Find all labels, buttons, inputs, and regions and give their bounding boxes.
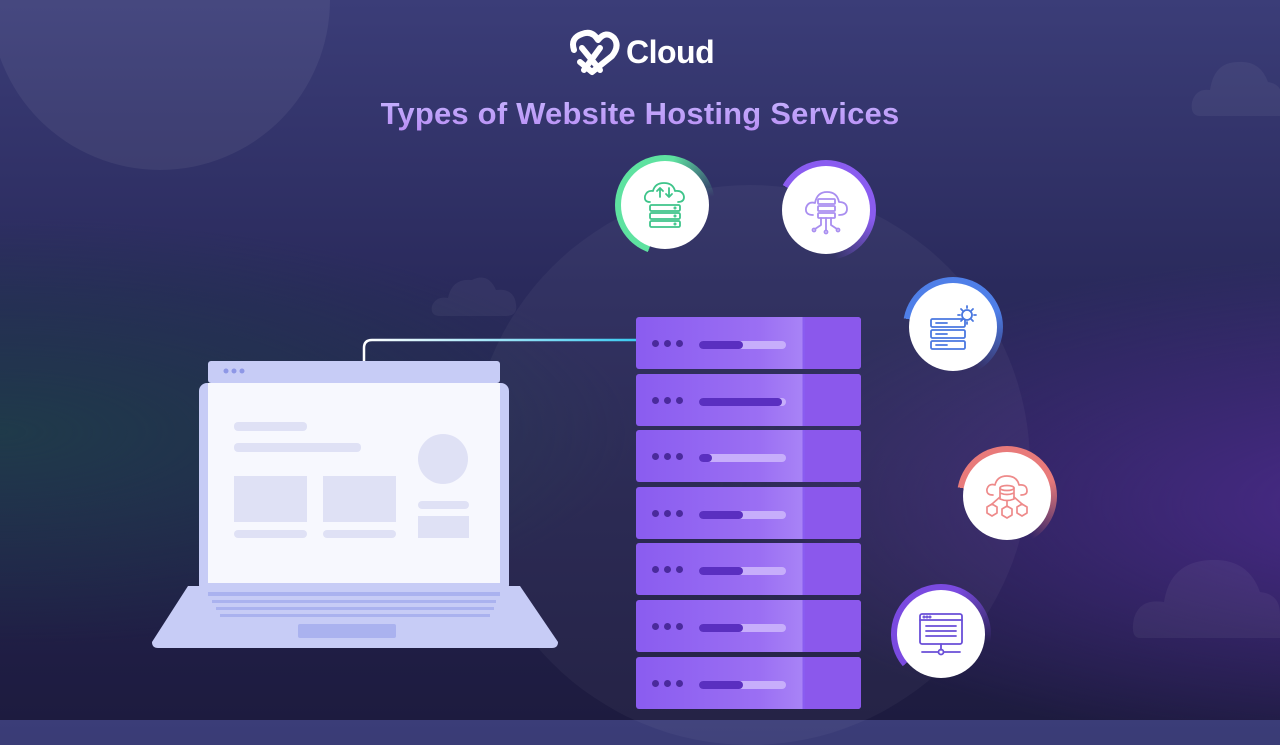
server-unit-side <box>805 373 861 426</box>
server-unit <box>636 373 861 426</box>
server-drive-slot <box>699 397 786 406</box>
server-unit <box>636 430 861 483</box>
server-led-dot <box>664 396 671 404</box>
hosting-type-cloud-icon-circle <box>782 166 870 254</box>
server-led-dot <box>664 509 671 517</box>
hosting-type-distributed-icon-circle <box>963 452 1051 540</box>
server-led-dot <box>676 566 683 574</box>
server-led-dot <box>676 340 683 347</box>
laptop-illustration <box>152 361 558 648</box>
cloud-server-network-icon <box>804 191 848 235</box>
server-led-dot <box>652 679 659 687</box>
brand-name: Cloud <box>626 33 715 70</box>
cloud-upload-download-server-icon <box>643 182 685 228</box>
server-led-dot <box>676 509 683 517</box>
server-drive-slot-fill <box>699 680 743 689</box>
server-gear-icon <box>930 305 977 350</box>
server-drive-slot-fill <box>699 454 713 463</box>
brand-logo: Cloud <box>566 28 715 76</box>
server-led-dot <box>652 453 659 461</box>
server-unit-side <box>805 486 861 539</box>
server-unit-side <box>805 317 861 369</box>
server-unit <box>636 486 861 539</box>
server-unit <box>636 543 861 596</box>
server-unit <box>636 599 861 652</box>
server-drive-slot <box>699 567 786 576</box>
server-unit-side <box>805 430 861 483</box>
server-led-dot <box>676 679 683 687</box>
server-led-dot <box>676 453 683 461</box>
xcloud-logo-icon <box>570 29 620 75</box>
server-unit-side <box>805 656 861 709</box>
server-led-dot <box>652 509 659 517</box>
web-server-network-icon <box>919 613 963 656</box>
server-drive-slot <box>699 623 786 632</box>
background-circle <box>0 0 330 170</box>
server-led-dot <box>664 340 671 347</box>
server-drive-slot-fill <box>699 510 743 519</box>
server-drive-slot <box>699 680 786 689</box>
server-drive-slot <box>699 454 786 463</box>
server-rack <box>636 317 861 713</box>
hosting-type-web-icon-circle <box>897 590 985 678</box>
server-led-dot <box>652 622 659 630</box>
server-unit <box>636 656 861 709</box>
server-drive-slot-fill <box>699 341 743 349</box>
page-title: Types of Website Hosting Services <box>0 96 1280 132</box>
server-led-dot <box>664 566 671 574</box>
server-led-dot <box>676 622 683 630</box>
server-led-dot <box>664 453 671 461</box>
server-drive-slot <box>699 341 786 349</box>
server-led-dot <box>652 340 659 347</box>
hosting-type-dedicated-icon-circle <box>909 283 997 371</box>
background-cloud-icon <box>431 277 517 316</box>
server-unit <box>636 317 861 369</box>
server-unit-side <box>805 543 861 596</box>
background-cloud-icon <box>1132 559 1280 638</box>
server-led-dot <box>664 679 671 687</box>
connector-line <box>362 338 640 364</box>
server-led-dot <box>652 396 659 404</box>
server-led-dot <box>652 566 659 574</box>
server-drive-slot-fill <box>699 567 743 576</box>
hosting-type-shared-icon-circle <box>621 161 709 249</box>
server-drive-slot-fill <box>699 623 743 632</box>
server-unit-side <box>805 599 861 652</box>
server-drive-slot <box>699 510 786 519</box>
background-cloud-icon <box>1191 61 1280 116</box>
server-led-dot <box>664 622 671 630</box>
cloud-database-distributed-icon <box>986 475 1028 519</box>
server-drive-slot-fill <box>699 397 782 406</box>
server-led-dot <box>676 396 683 404</box>
